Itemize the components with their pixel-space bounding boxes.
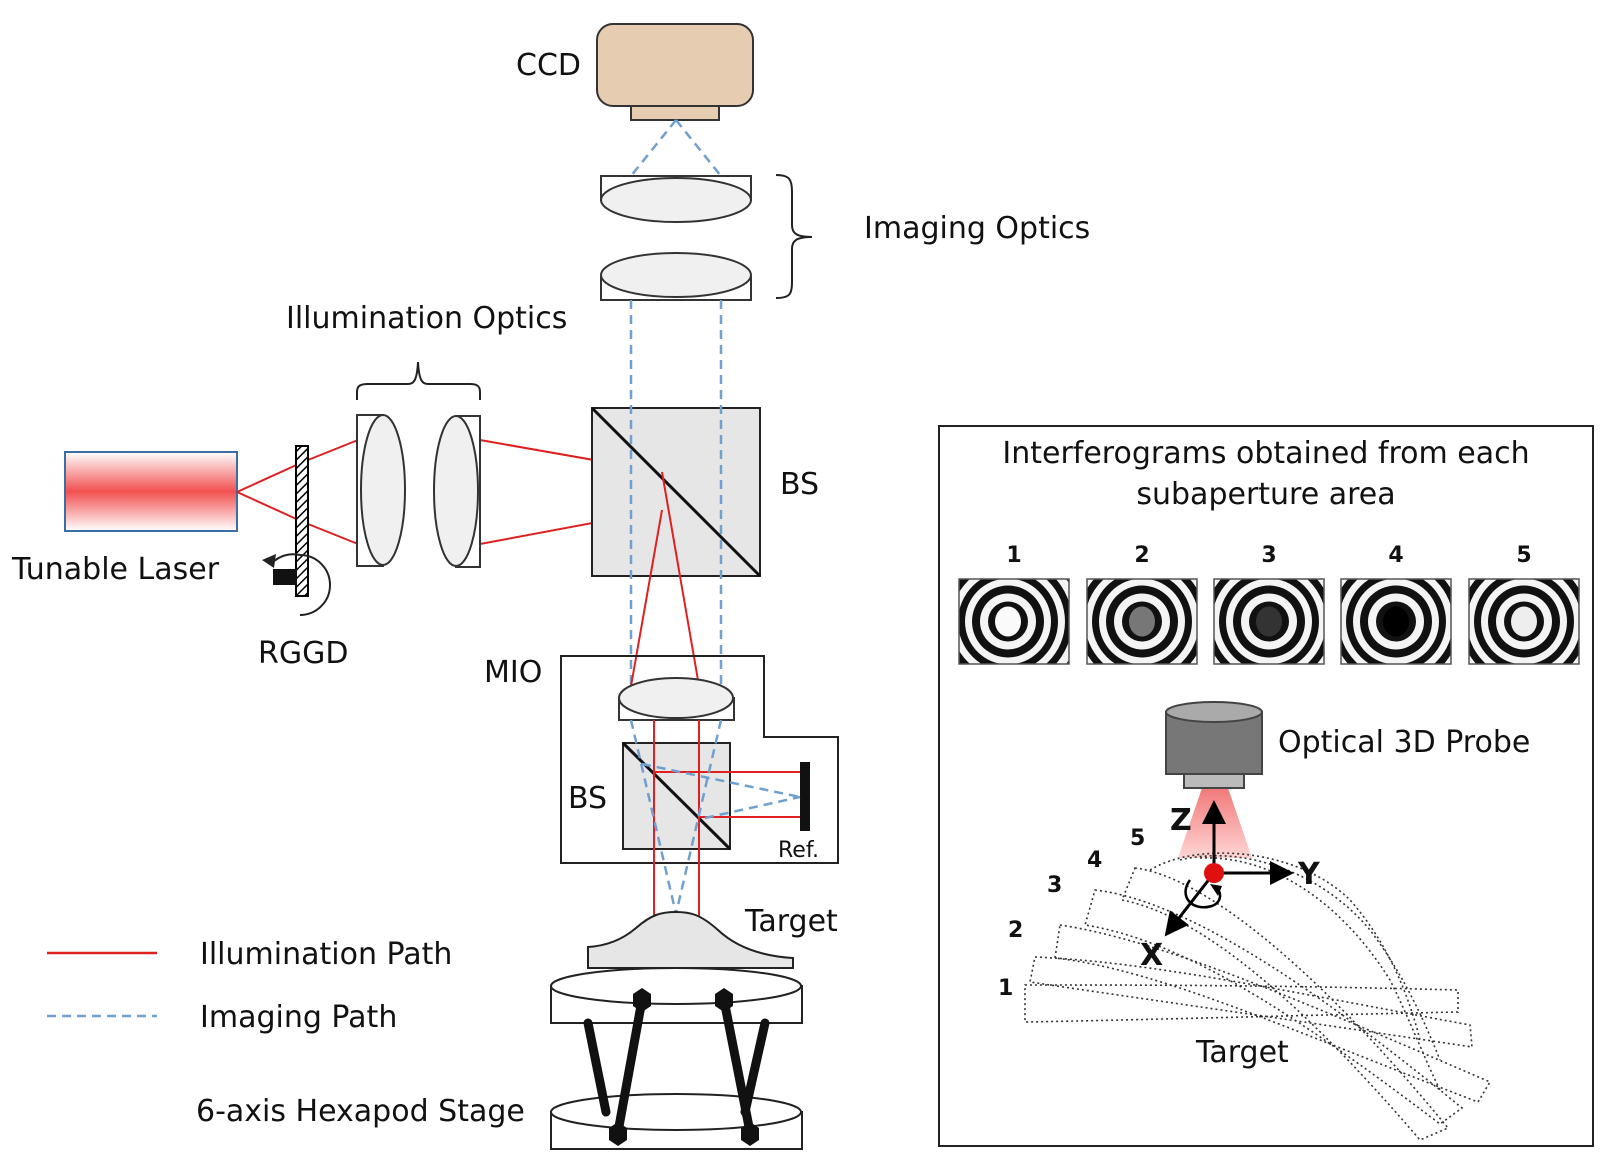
interferogram-row: 1 2 3 4 5 xyxy=(958,543,1580,665)
interferogram-2 xyxy=(1086,578,1198,665)
subaperture-label-3: 3 xyxy=(1047,873,1062,898)
subaperture-outlines: 1 234 5 xyxy=(998,826,1492,1141)
ccd-camera xyxy=(596,23,754,121)
hexapod-stage xyxy=(550,967,803,1150)
subaperture-1 xyxy=(1024,984,1459,1023)
interferogram-3 xyxy=(1213,578,1325,665)
subaperture-5 xyxy=(1120,867,1450,1141)
illumination-lens-right xyxy=(433,415,481,568)
interferogram-5 xyxy=(1468,578,1580,665)
target-main-label: Target xyxy=(744,904,838,939)
axis-x-label: X xyxy=(1140,938,1163,973)
optical-3d-probe xyxy=(1165,701,1263,858)
tunable-laser-label: Tunable Laser xyxy=(11,552,220,587)
bs-mio-label: BS xyxy=(568,781,607,816)
imaging-optics-brace xyxy=(775,174,813,299)
probe-focus-point xyxy=(1204,863,1224,883)
imaging-lens-upper xyxy=(600,175,752,223)
ref-label: Ref. xyxy=(778,838,819,863)
bs-main-label: BS xyxy=(780,467,819,502)
imaging-lens-lower xyxy=(600,252,752,301)
rggd-motor xyxy=(273,569,297,585)
subaperture-label-2: 2 xyxy=(1008,918,1023,943)
mio-objective-lens xyxy=(618,677,735,721)
target-surface-arc-3 xyxy=(1199,857,1441,1091)
subaperture-2 xyxy=(1029,956,1473,1048)
interferogram-label-1: 1 xyxy=(1006,543,1021,568)
interferogram-label-5: 5 xyxy=(1516,543,1531,568)
interferogram-4 xyxy=(1340,578,1452,665)
beam-splitter-mio xyxy=(621,741,732,851)
axis-y-label: Y xyxy=(1297,857,1321,892)
rotation-arrowhead-icon xyxy=(262,554,276,568)
interferogram-label-2: 2 xyxy=(1134,543,1149,568)
coordinate-axes xyxy=(1164,800,1294,937)
axis-z-label: Z xyxy=(1170,803,1192,838)
interferogram-label-4: 4 xyxy=(1388,543,1403,568)
rggd-diffuser xyxy=(295,445,309,597)
imaging-path-to-ccd xyxy=(630,119,722,177)
subaperture-label-5: 5 xyxy=(1130,826,1145,851)
rotation-arrow-icon xyxy=(271,553,331,616)
subaperture-label-4: 4 xyxy=(1087,848,1102,873)
target-surface-arc-2 xyxy=(1179,854,1441,1061)
mio-label: MIO xyxy=(484,655,542,690)
rggd-label: RGGD xyxy=(258,636,348,671)
illumination-optics-label: Illumination Optics xyxy=(286,301,567,336)
inset-target-label: Target xyxy=(1195,1035,1289,1070)
illumination-optics-brace xyxy=(356,361,481,400)
imaging-optics-label: Imaging Optics xyxy=(864,211,1090,246)
illumination-lens-left xyxy=(356,414,406,567)
interferogram-1 xyxy=(958,578,1070,665)
mio-housing xyxy=(560,655,839,864)
target-specimen xyxy=(587,910,794,969)
imaging-path-vertical xyxy=(629,300,723,686)
imaging-path-mio xyxy=(629,719,801,915)
legend: Illumination Path Imaging Path xyxy=(47,937,452,1035)
probe-label: Optical 3D Probe xyxy=(1278,725,1530,760)
inset-panel xyxy=(938,425,1594,1147)
subaperture-label-1: 1 xyxy=(998,976,1013,1001)
inset-title-line2: subaperture area xyxy=(1136,477,1395,512)
hexapod-label: 6-axis Hexapod Stage xyxy=(196,1094,525,1129)
reference-mirror xyxy=(800,762,810,831)
rotation-axis-icon xyxy=(1184,879,1222,909)
legend-illumination-label: Illumination Path xyxy=(200,937,452,972)
inset-title-line1: Interferograms obtained from each xyxy=(1002,436,1529,471)
interferogram-label-3: 3 xyxy=(1261,543,1276,568)
legend-imaging-label: Imaging Path xyxy=(200,1000,397,1035)
ccd-label: CCD xyxy=(516,48,581,83)
tunable-laser xyxy=(64,451,238,532)
